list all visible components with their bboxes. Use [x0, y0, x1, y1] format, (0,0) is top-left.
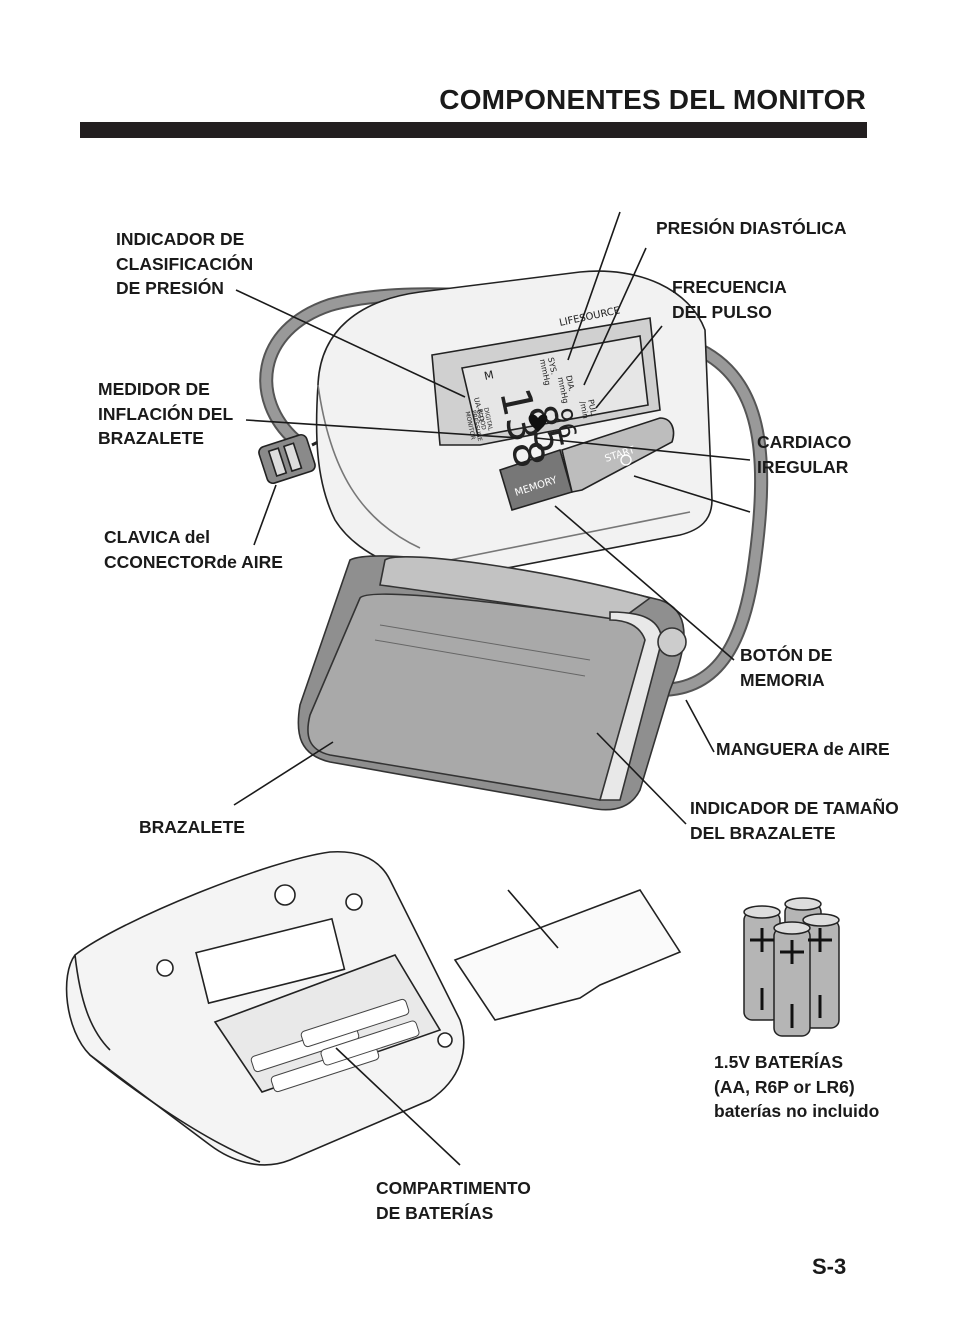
pul-unit: PUL./min — [578, 399, 599, 420]
label-air-hose: MANGUERA de AIRE — [716, 739, 890, 759]
label-air-connector: CLAVICA del CCONECTORde AIRE — [104, 527, 283, 572]
heart-icon — [528, 414, 548, 432]
memory-mark: M — [483, 368, 495, 383]
label-cuff-size: INDICADOR DE TAMAÑO DEL BRAZALETE — [690, 798, 899, 843]
power-icon — [620, 454, 632, 466]
label-irregular: CARDIACO IREGULAR — [757, 432, 852, 477]
cuff-fold — [307, 593, 650, 801]
label-memory-button: BOTÓN DE MEMORIA — [740, 645, 833, 690]
battery-3 — [802, 913, 840, 1029]
title-rule — [80, 122, 867, 138]
leader-lines — [233, 211, 751, 1166]
page-title: COMPONENTES DEL MONITOR — [439, 84, 866, 115]
air-connector-plug — [258, 424, 352, 485]
label-batteries: 1.5V BATERÍAS (AA, R6P or LR6) baterías … — [714, 1052, 880, 1121]
label-cuff: BRAZALETE — [139, 817, 245, 837]
dia-value: 85 — [519, 401, 572, 457]
battery-cover — [453, 889, 682, 1021]
pulse-value: 96 — [548, 405, 582, 441]
label-pressure-indicator: INDICADOR DE CLASIFICACIÓN DE PRESIÓN — [116, 229, 254, 298]
label-diastolic: PRESIÓN DIASTÓLICA — [656, 218, 847, 238]
label-inflation-meter: MEDIDOR DE INFLACIÓN DEL BRAZALETE — [98, 379, 234, 448]
battery-4 — [773, 921, 811, 1037]
label-battery-compartment: COMPARTIMENTO DE BATERÍAS — [376, 1178, 531, 1223]
page-number: S-3 — [812, 1254, 847, 1279]
label-pulse: FRECUENCIA DEL PULSO — [672, 277, 787, 322]
start-button — [561, 417, 675, 493]
